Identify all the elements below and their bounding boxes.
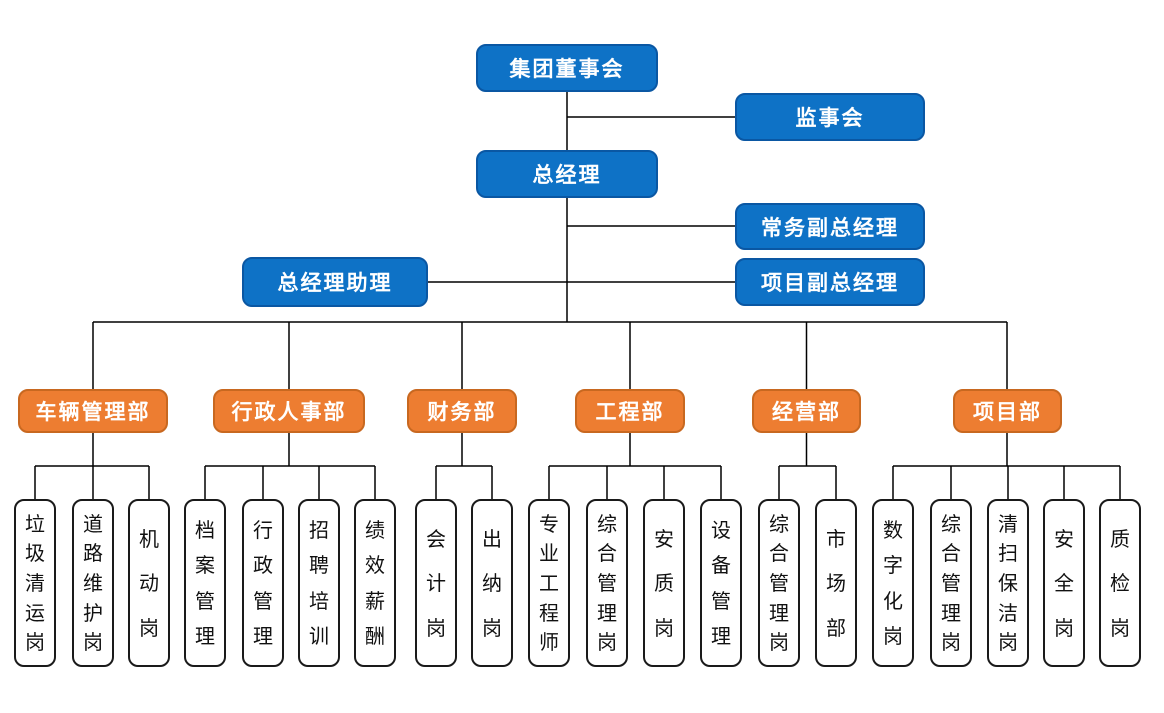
position-label: 综合管理岗 [597, 511, 617, 655]
position-label: 安质岗 [654, 526, 674, 640]
position-node: 档案管理 [184, 499, 226, 667]
node-supervisory-board: 监事会 [735, 93, 925, 141]
position-node: 安质岗 [643, 499, 685, 667]
position-node: 绩效薪酬 [354, 499, 396, 667]
position-label: 档案管理 [195, 517, 215, 649]
connector-group-operations [778, 433, 837, 499]
position-node: 招聘培训 [298, 499, 340, 667]
connector-group-engineering [548, 433, 722, 499]
position-node: 垃圾清运岗 [14, 499, 56, 667]
position-label: 市场部 [826, 526, 846, 640]
position-label: 机动岗 [139, 526, 159, 640]
dept-node-project: 项目部 [953, 389, 1062, 433]
position-node: 数字化岗 [872, 499, 914, 667]
dept-node-vehicle-management: 车辆管理部 [18, 389, 168, 433]
position-node: 市场部 [815, 499, 857, 667]
dept-node-finance: 财务部 [407, 389, 517, 433]
position-node: 综合管理岗 [930, 499, 972, 667]
position-node: 安全岗 [1043, 499, 1085, 667]
position-label: 安全岗 [1054, 526, 1074, 640]
position-label: 专业工程师 [539, 511, 559, 655]
position-label: 道路维护岗 [83, 511, 103, 655]
position-label: 绩效薪酬 [365, 517, 385, 649]
position-node: 清扫保洁岗 [987, 499, 1029, 667]
position-node: 综合管理岗 [586, 499, 628, 667]
position-node: 道路维护岗 [72, 499, 114, 667]
position-node: 专业工程师 [528, 499, 570, 667]
position-node: 机动岗 [128, 499, 170, 667]
position-node: 设备管理 [700, 499, 742, 667]
node-executive-deputy-gm: 常务副总经理 [735, 203, 925, 250]
connector-departments [92, 321, 1008, 389]
position-label: 综合管理岗 [941, 511, 961, 655]
connector-group-finance [435, 433, 493, 499]
dept-node-engineering: 工程部 [575, 389, 685, 433]
connector-group-project [892, 433, 1121, 499]
node-group-board: 集团董事会 [476, 44, 658, 92]
position-label: 招聘培训 [309, 517, 329, 649]
position-node: 行政管理 [242, 499, 284, 667]
dept-node-operations: 经营部 [752, 389, 861, 433]
position-label: 数字化岗 [883, 517, 903, 649]
position-label: 清扫保洁岗 [998, 511, 1018, 655]
node-project-deputy-gm: 项目副总经理 [735, 258, 925, 306]
connector-trunk [428, 92, 735, 322]
position-label: 出纳岗 [482, 526, 502, 640]
connector-group-admin-hr [204, 433, 376, 499]
dept-node-admin-hr: 行政人事部 [213, 389, 365, 433]
position-node: 会计岗 [415, 499, 457, 667]
position-node: 综合管理岗 [758, 499, 800, 667]
node-general-manager: 总经理 [476, 150, 658, 198]
position-label: 设备管理 [711, 517, 731, 649]
connector-group-vehicle [34, 433, 150, 499]
position-label: 综合管理岗 [769, 511, 789, 655]
position-node: 出纳岗 [471, 499, 513, 667]
position-label: 垃圾清运岗 [25, 511, 45, 655]
position-label: 行政管理 [253, 517, 273, 649]
position-label: 质检岗 [1110, 526, 1130, 640]
position-node: 质检岗 [1099, 499, 1141, 667]
node-gm-assistant: 总经理助理 [242, 257, 428, 307]
position-label: 会计岗 [426, 526, 446, 640]
